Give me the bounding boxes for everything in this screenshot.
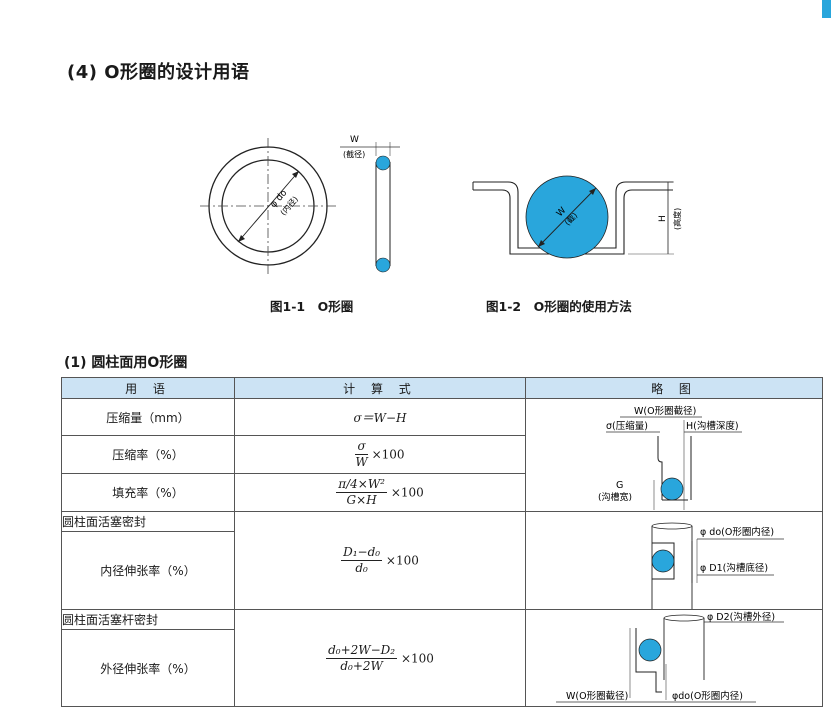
header-term: 用 语 [61,377,235,399]
sketch1-g-sub: (沟槽宽) [598,491,632,503]
table-row-inner-stretch: 内径伸张率（%） [61,531,823,610]
fraction-denominator: W [355,455,368,469]
fig1-w-sub: (截径) [343,149,365,159]
oring-side-view: W (截径) [340,135,400,273]
fraction-denominator: G×H [346,493,377,507]
fig1-w-label: W [350,135,359,145]
term-fill-rate: 填充率（%） [61,473,235,512]
sketch3-w-label: W(O形圈截径) [566,690,628,702]
formula-compression-text: σ＝W−H [353,410,407,425]
fraction-numerator: d₀+2W−D₂ [326,642,398,659]
sketch1-sigma-label: σ(压缩量) [606,420,648,432]
multiplier: ×100 [390,485,424,500]
subsection-title: (1) 圆柱面用O形圈 [64,355,188,371]
sketch3-d0-label: φdo(O形圈内径) [672,690,743,702]
sketch1-g-label: G [616,480,623,491]
sketch-cell-1: W(O形圈截径) σ(压缩量) H(沟槽深度) G (沟槽宽) [525,398,823,512]
multiplier: ×100 [371,447,405,462]
multiplier: ×100 [385,553,419,568]
sketch1-h-label: H(沟槽深度) [686,420,739,432]
sketch1-oring [660,477,684,501]
figure-1-2-caption: 图1-2 O形圈的使用方法 [486,299,632,314]
table-header-row: 用 语 计 算 式 略 图 [61,377,823,399]
sketch3-oring [638,638,662,662]
term-outer-stretch: 外径伸张率（%） [61,629,235,707]
sketch1-w-label: W(O形圈截径) [634,405,696,417]
table-row-compression: 压缩量（mm） σ＝W−H W(O形圈截径) σ(压缩量) H(沟槽深度) G … [61,398,823,512]
sketch3-d2-label: φ D2(沟槽外径) [707,611,775,623]
sketch2-d1-label: φ D1(沟槽底径) [700,562,768,574]
figure-1-1: φ do (内径) W (截径) [200,135,400,274]
term-compression-rate: 压缩率（%） [61,435,235,474]
page-edge-tab [822,0,831,18]
fraction-numerator: D₁−d₀ [341,545,383,561]
term-compression: 压缩量（mm） [61,398,235,436]
figure-1-2: W (截) H (高度) [472,175,682,259]
header-sketch: 略 图 [525,377,823,399]
oring-section-top [375,155,391,171]
term-inner-stretch: 内径伸张率（%） [61,531,235,610]
terms-table: 用 语 计 算 式 略 图 压缩量（mm） σ＝W−H W(O形圈截径) σ(压… [61,377,823,707]
section-title: (4) O形圈的设计用语 [67,62,250,83]
sketch-cell-2: φ do(O形圈内径) φ D1(沟槽底径) [525,511,823,610]
table-row-outer-stretch: 外径伸张率（%） [61,629,823,707]
fig2-h-label: H [658,215,668,222]
multiplier: ×100 [400,651,434,665]
fraction-denominator: d₀ [355,561,368,575]
group-title-piston: 圆柱面活塞密封 [61,511,235,532]
oring-section-bottom [375,257,391,273]
group-title-rod: 圆柱面活塞杆密封 [61,608,235,631]
sketch-piston-seal: φ do(O形圈内径) φ D1(沟槽底径) [651,522,784,609]
fraction-numerator: π/4×W² [336,477,387,493]
figure-1-1-caption: 图1-1 O形圈 [270,299,354,314]
sketch2-oring [651,549,675,572]
formula-compression: σ＝W−H [234,398,526,436]
oring-front-view: φ do (内径) [200,138,336,274]
fig2-h-sub: (高度) [672,208,682,230]
sketch-cell-3: φ D2(沟槽外径) W(O形圈截径) φdo(O形圈内径) [525,609,823,707]
header-formula: 计 算 式 [234,377,526,399]
sketch-rod-seal: φ D2(沟槽外径) W(O形圈截径) φdo(O形圈内径) [556,611,784,703]
fraction-denominator: d₀+2W [340,658,383,673]
fraction-numerator: σ [355,439,368,455]
sketch-groove-dimensions: W(O形圈截径) σ(压缩量) H(沟槽深度) G (沟槽宽) [598,405,742,510]
sketch2-d0-label: φ do(O形圈内径) [700,526,774,538]
